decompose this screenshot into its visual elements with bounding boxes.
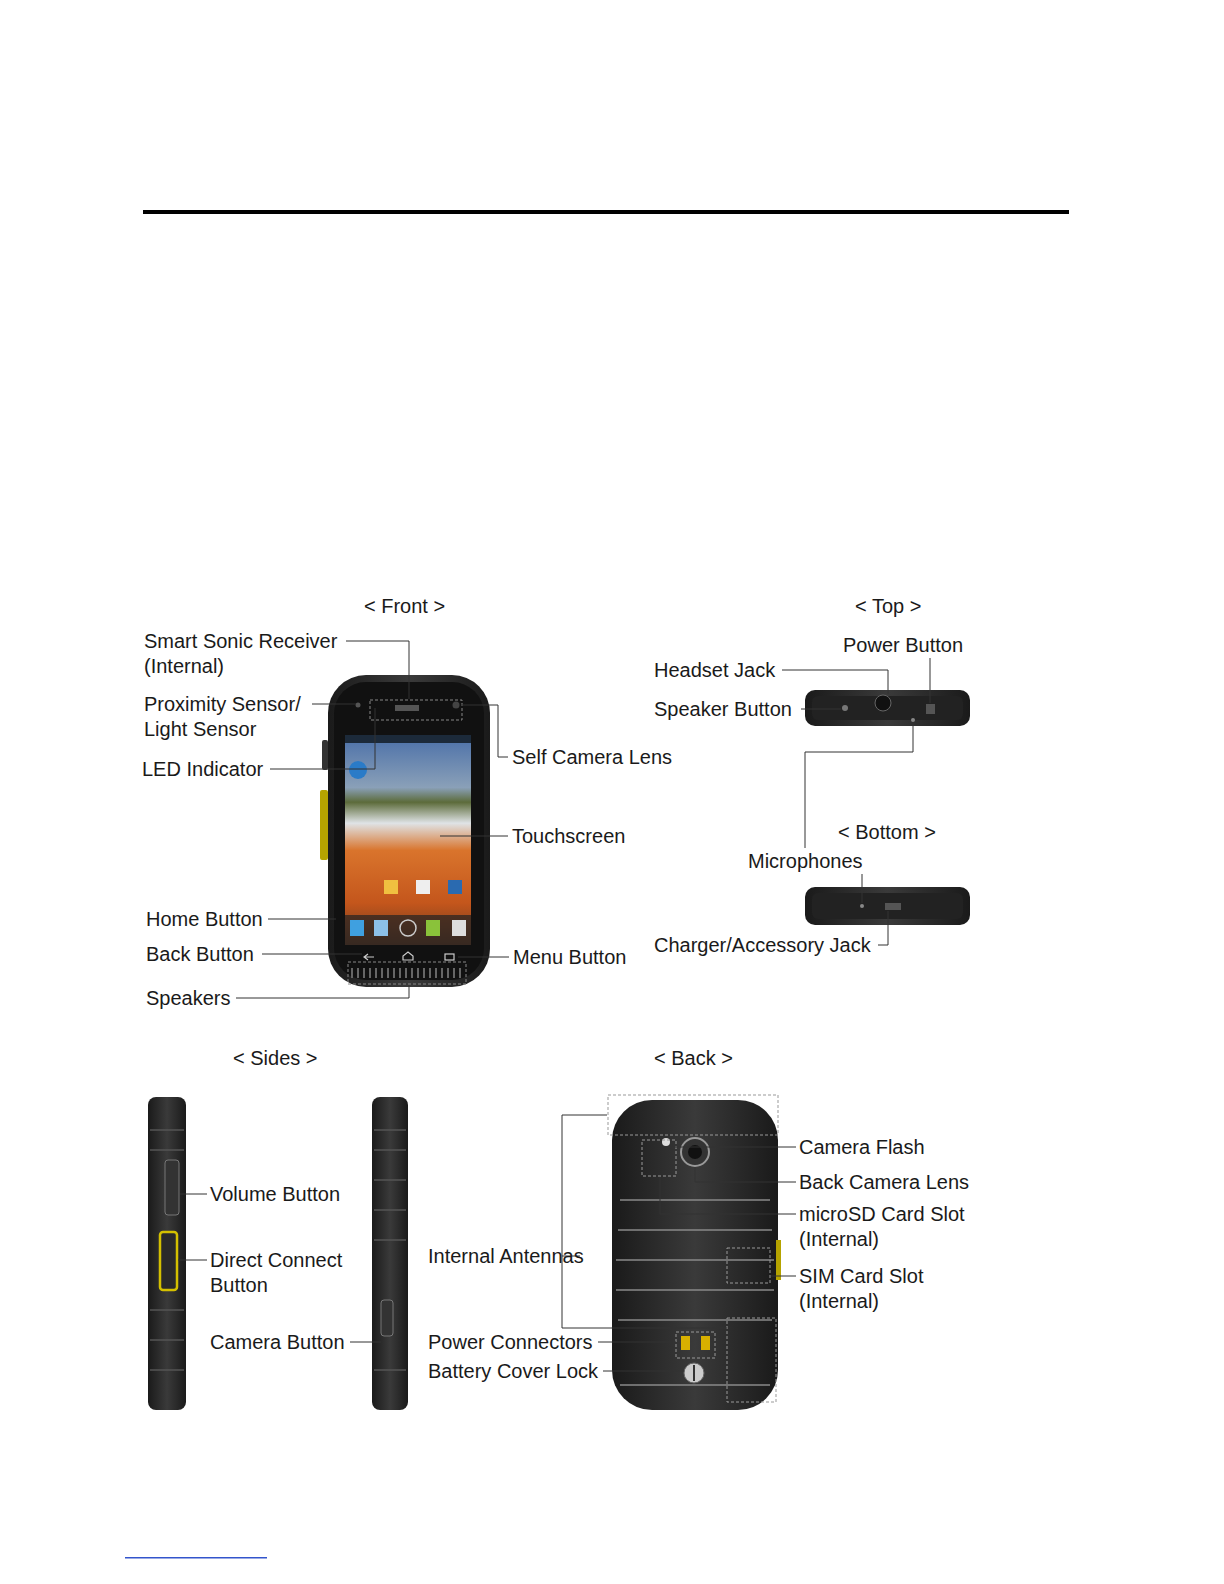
part-label: Speakers [146,986,231,1011]
view-heading: < Top > [855,594,921,619]
part-label: Power Button [843,633,963,658]
view-heading: < Bottom > [838,820,936,845]
view-heading: < Back > [654,1046,733,1071]
part-label: Camera Flash [799,1135,925,1160]
view-heading: < Front > [364,594,445,619]
part-label: Proximity Sensor/ Light Sensor [144,692,316,742]
leader-lines [178,641,930,1371]
part-label: Power Connectors [428,1330,593,1355]
part-label: Direct Connect Button [210,1248,362,1298]
part-label: Volume Button [210,1182,340,1207]
part-label: microSD Card Slot (Internal) [799,1202,981,1252]
top-view [805,690,970,726]
part-label: Battery Cover Lock [428,1359,598,1384]
part-label: Speaker Button [654,697,792,722]
part-label: SIM Card Slot (Internal) [799,1264,981,1314]
back-view [608,1095,781,1410]
part-label: Charger/Accessory Jack [654,933,871,958]
part-label: Microphones [748,849,863,874]
part-label: Headset Jack [654,658,775,683]
part-label: Menu Button [513,945,626,970]
part-label: Home Button [146,907,263,932]
view-heading: < Sides > [233,1046,318,1071]
part-label: Smart Sonic Receiver (Internal) [144,629,354,679]
part-label: Self Camera Lens [512,745,672,770]
top-rule [143,210,1069,214]
part-label: Back Camera Lens [799,1170,969,1195]
front-view [320,675,490,987]
part-label: LED Indicator [142,757,263,782]
side-views [148,1097,408,1410]
part-label: Internal Antennas [428,1244,584,1269]
footer-rule [125,1557,267,1559]
part-label: Camera Button [210,1330,345,1355]
part-label: Back Button [146,942,254,967]
part-label: Touchscreen [512,824,625,849]
